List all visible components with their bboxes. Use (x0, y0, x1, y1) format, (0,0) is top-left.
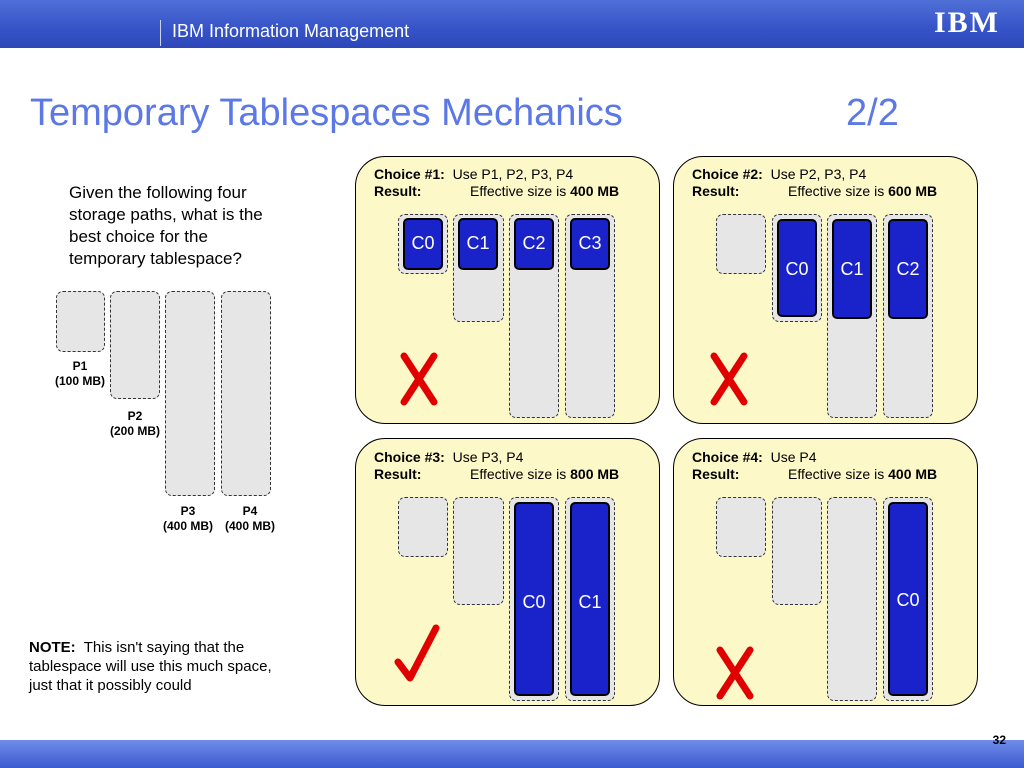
path-slot (827, 497, 877, 701)
choice-label: Choice #3: (374, 449, 445, 465)
choice-heading-3: Choice #3: Use P3, P4 Result: Effective s… (374, 449, 619, 483)
path-slot (772, 497, 822, 605)
container-c1: C1 (458, 218, 498, 270)
path-p2 (110, 291, 160, 399)
path-size: (100 MB) (54, 374, 105, 388)
result-prefix: Effective size is (470, 466, 567, 482)
container-c0: C0 (777, 219, 817, 317)
result-label: Result: (692, 466, 740, 482)
choice-value: Use P1, P2, P3, P4 (452, 166, 574, 182)
path-size: (400 MB) (224, 519, 275, 533)
path-label-p2: P2 (200 MB) (103, 409, 167, 439)
choice-heading-2: Choice #2: Use P2, P3, P4 Result: Effecti… (692, 166, 937, 200)
container-c2: C2 (514, 218, 554, 270)
footer-bar (0, 740, 1024, 768)
container-c1: C1 (832, 219, 872, 319)
path-p3 (165, 291, 215, 496)
path-name: P1 (72, 359, 88, 373)
path-p1 (56, 291, 105, 352)
result-label: Result: (692, 183, 740, 199)
note-label: NOTE: (29, 639, 76, 656)
check-icon (394, 624, 440, 682)
cross-icon (716, 646, 754, 700)
path-slot (398, 497, 448, 557)
choice-label: Choice #1: (374, 166, 445, 182)
result-prefix: Effective size is (788, 183, 885, 199)
path-label-p3: P3 (400 MB) (157, 504, 219, 534)
path-p4 (221, 291, 271, 496)
container-c0: C0 (888, 502, 928, 696)
path-name: P2 (127, 409, 143, 423)
choice-value: Use P4 (770, 449, 817, 465)
choice-heading-1: Choice #1: Use P1, P2, P3, P4 Result: Eff… (374, 166, 619, 200)
path-label-p1: P1 (100 MB) (50, 359, 110, 389)
path-slot (453, 497, 504, 605)
header-brand: IBM Information Management (172, 21, 410, 41)
path-size: (400 MB) (162, 519, 213, 533)
note: NOTE: This isn't saying that the tablesp… (29, 638, 299, 695)
container-c0: C0 (403, 218, 443, 270)
cross-icon (400, 352, 438, 406)
cross-icon (710, 352, 748, 406)
path-size: (200 MB) (109, 424, 160, 438)
result-prefix: Effective size is (788, 466, 885, 482)
path-label-p4: P4 (400 MB) (219, 504, 281, 534)
choice-heading-4: Choice #4: Use P4 Result: Effective size … (692, 449, 937, 483)
result-label: Result: (374, 183, 422, 199)
container-c3: C3 (570, 218, 610, 270)
path-name: P3 (180, 504, 196, 518)
path-slot (716, 497, 766, 557)
intro-question: Given the following four storage paths, … (69, 183, 263, 268)
note-text: This isn't saying that the tablespace wi… (29, 639, 272, 694)
choice-value: Use P3, P4 (452, 449, 524, 465)
result-value: 800 MB (570, 466, 620, 482)
page-number: 32 (992, 733, 1006, 747)
path-slot (716, 214, 766, 274)
header-bar (0, 0, 1024, 48)
result-value: 400 MB (888, 466, 938, 482)
page-part: 2/2 (846, 92, 899, 134)
result-value: 600 MB (888, 183, 938, 199)
choice-value: Use P2, P3, P4 (770, 166, 867, 182)
result-value: 400 MB (570, 183, 620, 199)
choice-label: Choice #4: (692, 449, 763, 465)
page-title: Temporary Tablespaces Mechanics (30, 92, 623, 134)
header-divider (160, 20, 161, 46)
result-prefix: Effective size is (470, 183, 567, 199)
container-c0: C0 (514, 502, 554, 696)
ibm-logo: IBM (934, 6, 1000, 39)
container-c2: C2 (888, 219, 928, 319)
choice-label: Choice #2: (692, 166, 763, 182)
container-c1: C1 (570, 502, 610, 696)
result-label: Result: (374, 466, 422, 482)
path-name: P4 (242, 504, 258, 518)
